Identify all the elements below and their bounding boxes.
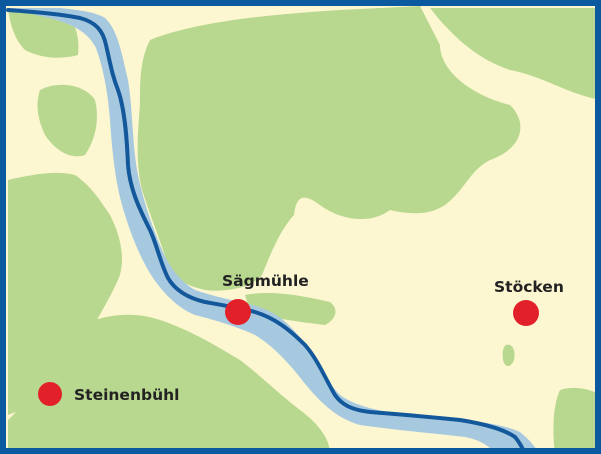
forest-area-stoecken — [502, 344, 515, 366]
river-line — [6, 8, 527, 454]
place-label-steinenbuehl: Steinenbühl — [74, 386, 179, 404]
forest-area-west-patch — [37, 84, 97, 157]
forest-area-northeast — [430, 8, 601, 100]
place-saegmuehle[interactable]: Sägmühle — [222, 272, 309, 325]
place-steinenbuehl[interactable]: Steinenbühl — [38, 382, 179, 406]
forest-area-southeast — [553, 387, 601, 454]
forest-areas — [8, 6, 601, 454]
place-label-saegmuehle: Sägmühle — [222, 272, 309, 290]
forest-area-saegmuehle — [245, 292, 336, 325]
place-marker-steinenbuehl[interactable] — [38, 382, 62, 406]
forest-area-north — [137, 6, 521, 291]
forest-area-west — [8, 172, 122, 415]
place-marker-saegmuehle[interactable] — [225, 299, 251, 325]
place-label-stoecken: Stöcken — [494, 278, 564, 296]
forest-area-south — [8, 314, 330, 454]
place-marker-stoecken[interactable] — [513, 300, 539, 326]
place-stoecken[interactable]: Stöcken — [494, 278, 564, 326]
